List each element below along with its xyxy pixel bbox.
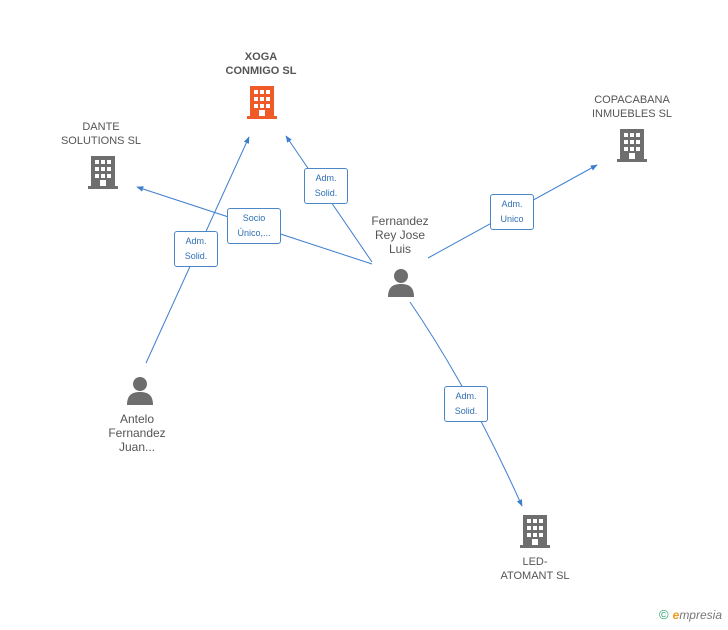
led-building-icon[interactable] (520, 515, 550, 548)
edge-label-fernandez-led[interactable]: Adm. Solid. (444, 386, 488, 422)
antelo-person-icon[interactable] (127, 377, 153, 405)
copacabana-building-icon[interactable] (617, 129, 647, 162)
copyright-icon: © (659, 607, 669, 622)
fernandez-person-icon[interactable] (388, 269, 414, 297)
edge-label-fernandez-xoga[interactable]: Adm. Solid. (304, 168, 348, 204)
antelo-label[interactable]: Antelo Fernandez Juan... (108, 412, 166, 454)
brand-footer: © empresia (659, 607, 722, 622)
led-label[interactable]: LED- ATOMANT SL (500, 556, 570, 582)
edge-label-fernandez-dante[interactable]: Socio Único,... (227, 208, 281, 244)
dante-building-icon[interactable] (88, 156, 118, 189)
copacabana-label[interactable]: COPACABANA INMUEBLES SL (591, 94, 673, 120)
xoga-label[interactable]: XOGA CONMIGO SL (225, 51, 297, 77)
brand-logo[interactable]: empresia (672, 607, 722, 622)
fernandez-label[interactable]: Fernandez Rey Jose Luis (371, 214, 429, 256)
edge-label-fernandez-copacabana[interactable]: Adm. Unico (490, 194, 534, 230)
xoga-building-icon[interactable] (247, 86, 277, 119)
edge-label-antelo-xoga[interactable]: Adm. Solid. (174, 231, 218, 267)
dante-label[interactable]: DANTE SOLUTIONS SL (60, 121, 142, 147)
